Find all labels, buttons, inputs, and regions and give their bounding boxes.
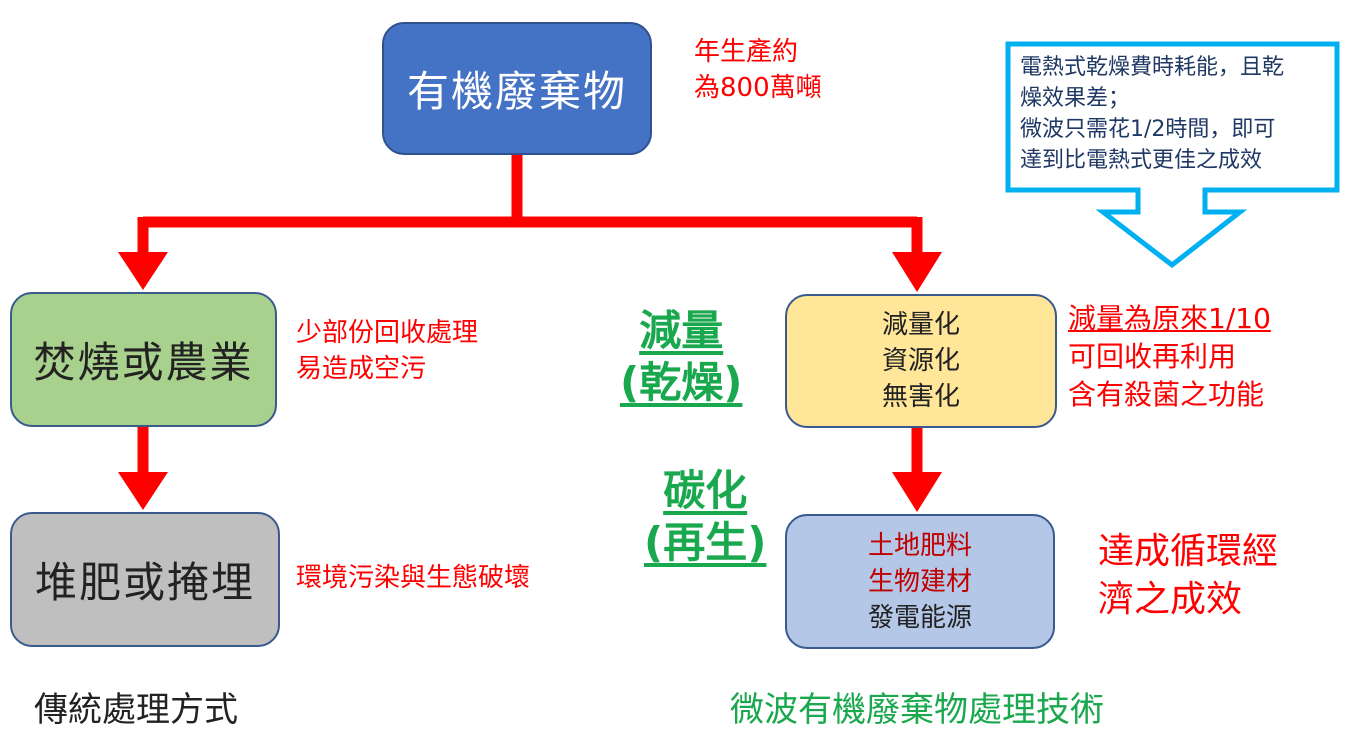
regen-node: 土地肥料 生物建材 發電能源: [785, 514, 1055, 649]
reduce-note-line: 可回收再利用: [1068, 340, 1237, 373]
regen-note: 達成循環經 濟之成效: [1098, 528, 1278, 624]
reduce-item: 資源化: [881, 346, 960, 376]
incineration-note-line: 易造成空污: [296, 354, 427, 384]
microwave-footer: 微波有機廢棄物處理技術: [730, 690, 1104, 730]
regen-note-line: 濟之成效: [1098, 579, 1243, 620]
arrowhead-right-2: [892, 472, 942, 512]
arrowhead-left-2: [118, 472, 168, 510]
reduce-item: 減量化: [881, 310, 960, 340]
reduce-item: 無害化: [881, 382, 960, 412]
reduce-note: 減量為原來1/10 可回收再利用 含有殺菌之功能: [1068, 300, 1271, 414]
landfill-note: 環境污染與生態破壞: [296, 560, 530, 596]
incineration-note-line: 少部份回收處理: [296, 318, 479, 348]
landfill-node: 堆肥或掩埋: [10, 512, 280, 647]
arrowhead-left-1: [118, 252, 168, 290]
callout-line: 燥效果差；: [1020, 86, 1131, 111]
callout-text: 電熱式乾燥費時耗能，且乾 燥效果差； 微波只需花1/2時間，即可 達到比電熱式更…: [1020, 52, 1284, 176]
reduce-label-line: 減量: [639, 306, 724, 355]
regen-item: 生物建材: [867, 566, 972, 597]
callout-line: 電熱式乾燥費時耗能，且乾: [1020, 55, 1285, 80]
incineration-note: 少部份回收處理 易造成空污: [296, 315, 478, 387]
traditional-footer: 傳統處理方式: [34, 690, 238, 730]
root-note-line: 為800萬噸: [694, 73, 822, 103]
root-note-line: 年生產約: [694, 37, 799, 67]
regen-note-line: 達成循環經: [1098, 531, 1279, 572]
regen-item: 土地肥料: [867, 530, 972, 561]
callout-line: 達到比電熱式更佳之成效: [1020, 148, 1263, 173]
incineration-node: 焚燒或農業: [10, 292, 277, 427]
regen-label: 碳化 (再生): [644, 465, 766, 569]
reduce-label: 減量 (乾燥): [620, 305, 742, 409]
reduce-note-line: 含有殺菌之功能: [1068, 378, 1265, 411]
arrowhead-right-1: [892, 252, 942, 292]
callout-outline: [1005, 41, 1340, 269]
incineration-label: 焚燒或農業: [33, 338, 254, 387]
regen-item: 發電能源: [867, 602, 972, 633]
reduce-note-line: 減量為原來1/10: [1068, 302, 1271, 335]
root-node: 有機廢棄物: [382, 22, 652, 155]
root-note: 年生產約 為800萬噸: [694, 34, 822, 106]
landfill-note-text: 環境污染與生態破壞: [296, 563, 531, 593]
reduce-node: 減量化 資源化 無害化: [785, 294, 1057, 428]
reduce-label-line: (乾燥): [620, 358, 743, 407]
regen-label-line: (再生): [644, 518, 767, 567]
root-label: 有機廢棄物: [406, 67, 627, 116]
callout-line: 微波只需花1/2時間，即可: [1020, 117, 1276, 142]
landfill-label: 堆肥或掩埋: [34, 558, 255, 607]
regen-label-line: 碳化: [663, 466, 748, 515]
